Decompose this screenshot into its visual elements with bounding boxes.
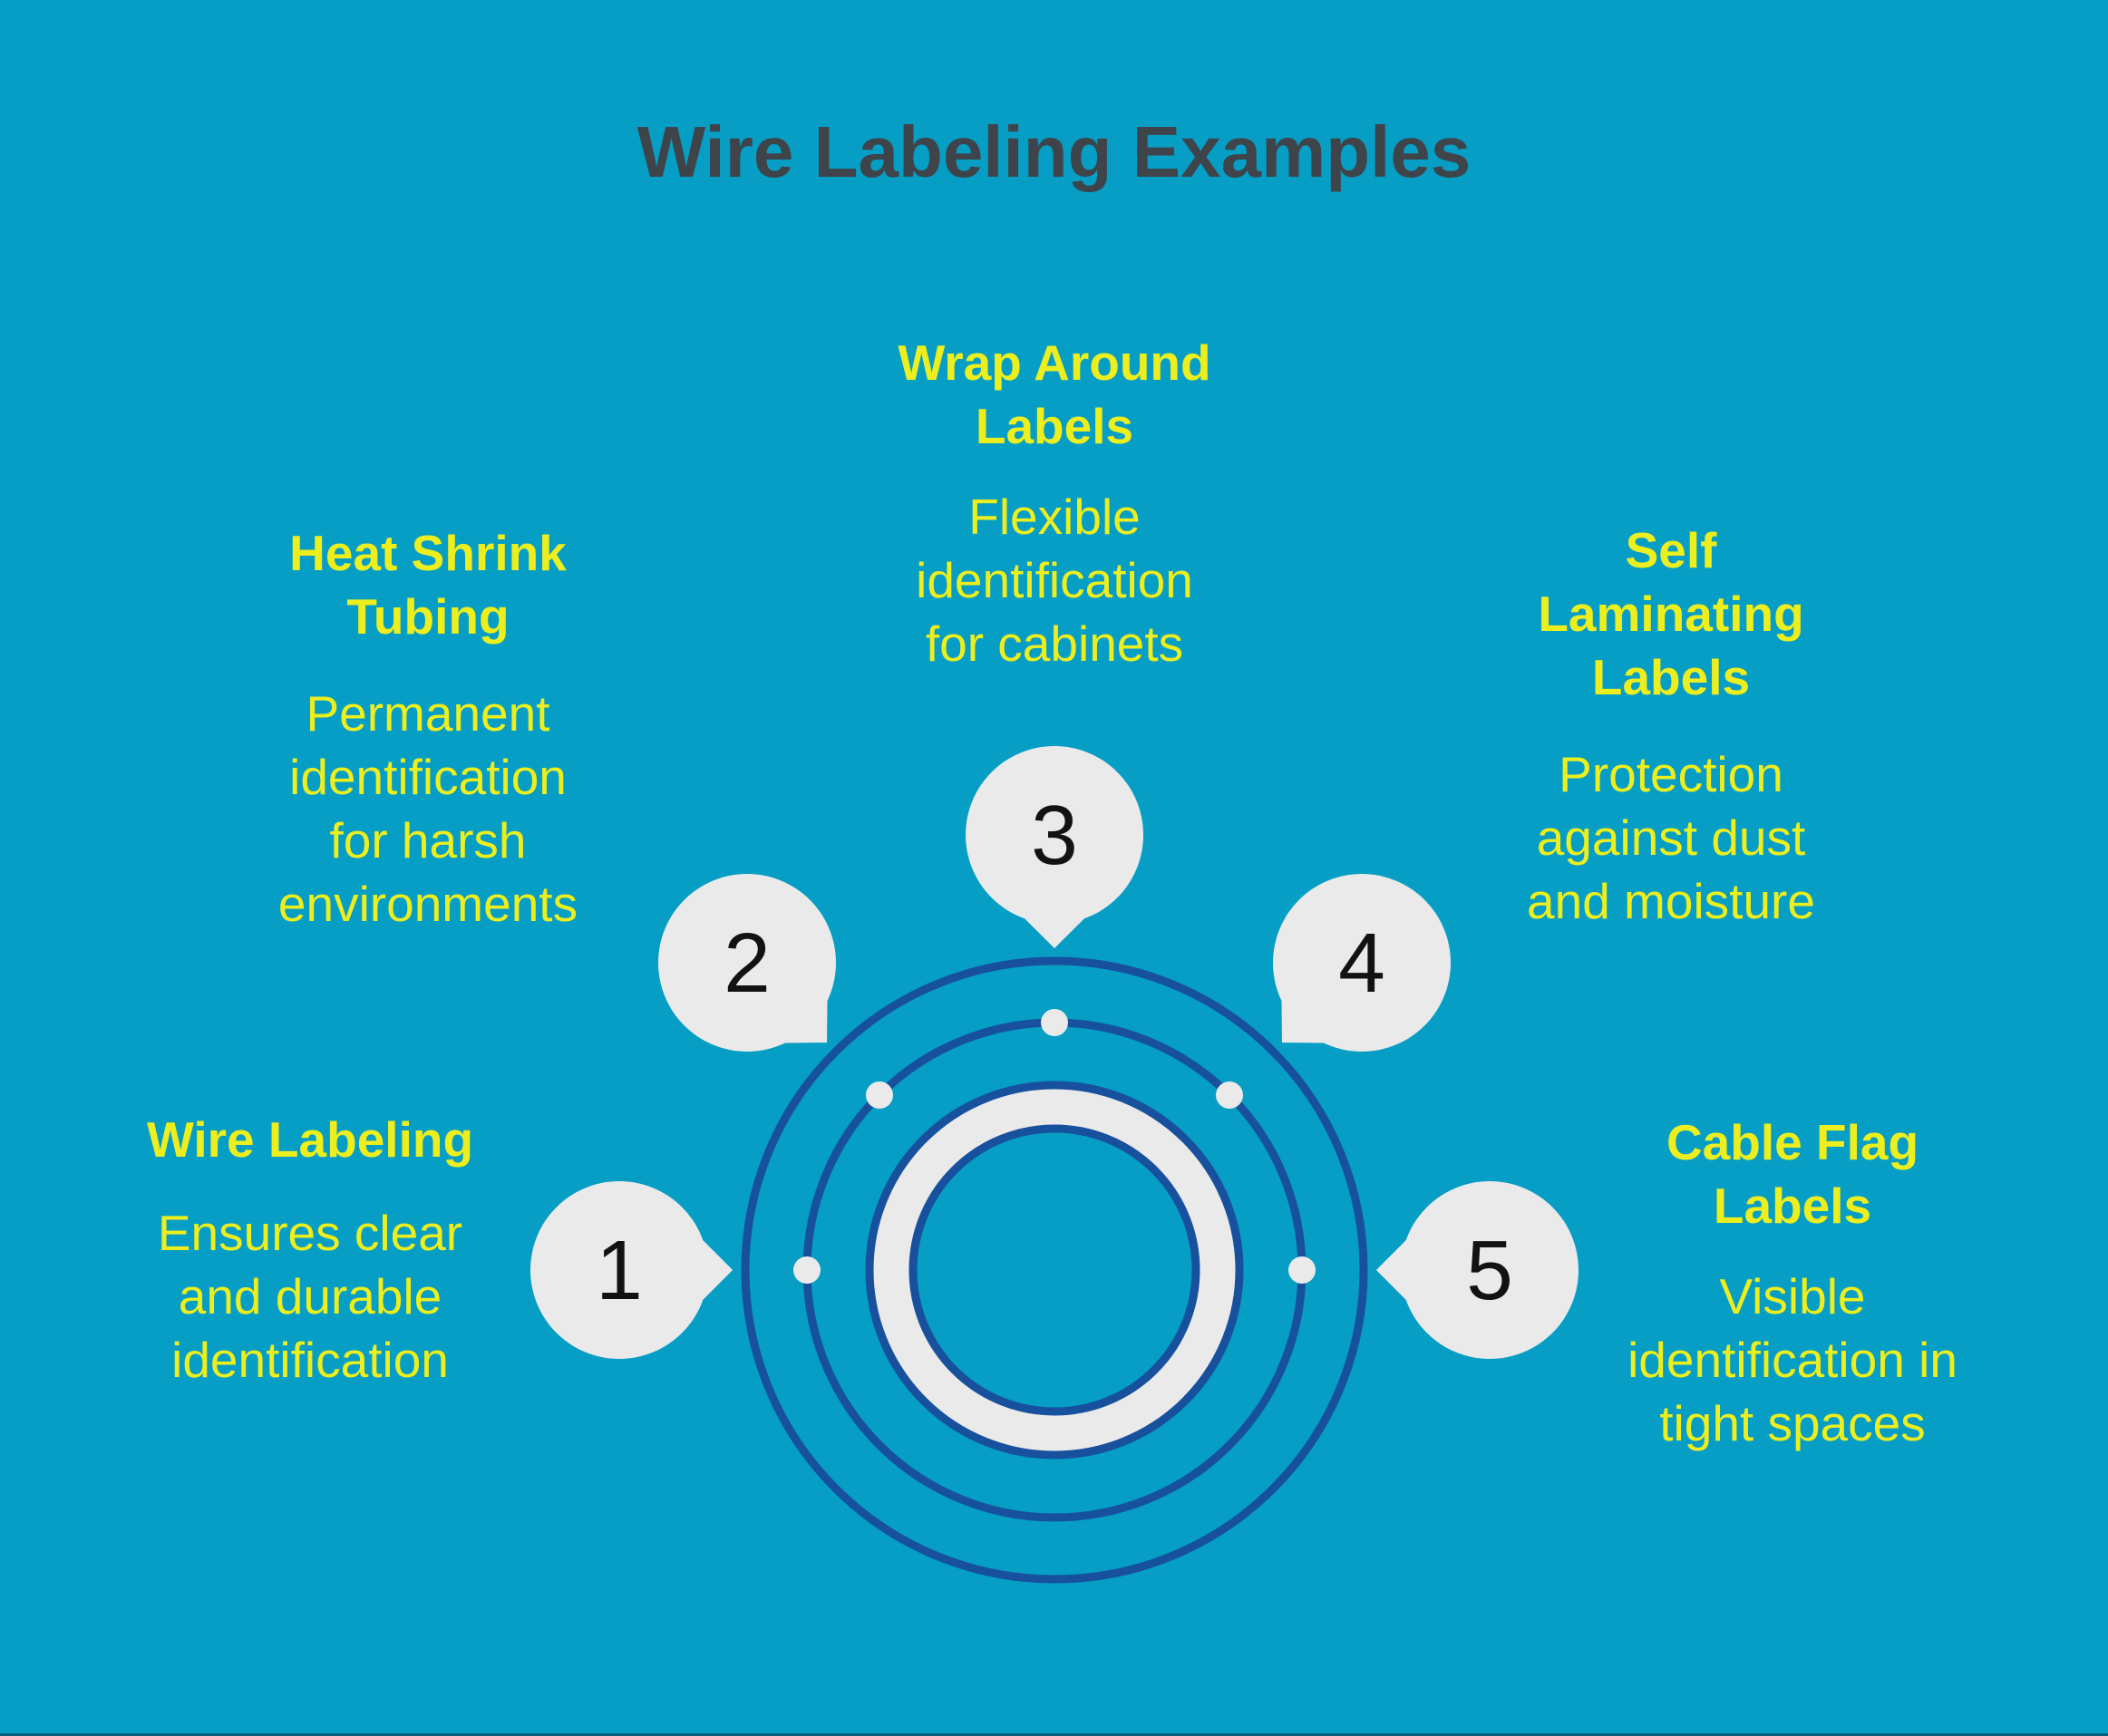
item-1-heading: Wire Labeling xyxy=(146,1111,474,1168)
speech-bubble-1 xyxy=(530,1181,708,1359)
page-title: Wire Labeling Examples xyxy=(636,112,1472,192)
center-ring-band xyxy=(872,1088,1237,1452)
orbit-dot-5 xyxy=(1288,1256,1316,1284)
bubble-number-4: 4 xyxy=(1338,915,1385,1010)
center-ring-inner-edge xyxy=(908,1124,1200,1416)
item-1-description: Ensures clear and durable identification xyxy=(157,1205,463,1388)
bubble-number-3: 3 xyxy=(1031,787,1078,882)
bubble-number-1: 1 xyxy=(596,1222,643,1317)
outer-orbit-circle xyxy=(741,956,1368,1584)
item-4-description: Protection against dust and moisture xyxy=(1527,746,1815,929)
orbit-dot-1 xyxy=(793,1256,821,1284)
bubble-number-2: 2 xyxy=(724,915,771,1010)
center-ring-outer-edge xyxy=(865,1081,1244,1460)
speech-bubble-3 xyxy=(966,746,1143,924)
item-2-heading: Heat Shrink Tubing xyxy=(289,525,567,645)
speech-bubble-2 xyxy=(658,874,836,1052)
orbit-dot-2 xyxy=(866,1081,893,1109)
item-2-description: Permanent identification for harsh envir… xyxy=(277,685,578,932)
item-4-heading: Self Laminating Labels xyxy=(1538,522,1804,705)
orbit-dot-4 xyxy=(1216,1081,1243,1109)
bubble-number-5: 5 xyxy=(1466,1222,1513,1317)
item-5-heading: Cable Flag Labels xyxy=(1666,1114,1919,1234)
item-3-description: Flexible identification for cabinets xyxy=(916,489,1193,672)
item-5-description: Visible identification in tight spaces xyxy=(1627,1268,1957,1451)
orbit-dot-3 xyxy=(1041,1009,1068,1036)
speech-bubble-4 xyxy=(1273,874,1451,1052)
item-3-heading: Wrap Around Labels xyxy=(898,335,1211,454)
speech-bubble-5 xyxy=(1401,1181,1579,1359)
bottom-edge-line xyxy=(0,1733,2108,1736)
